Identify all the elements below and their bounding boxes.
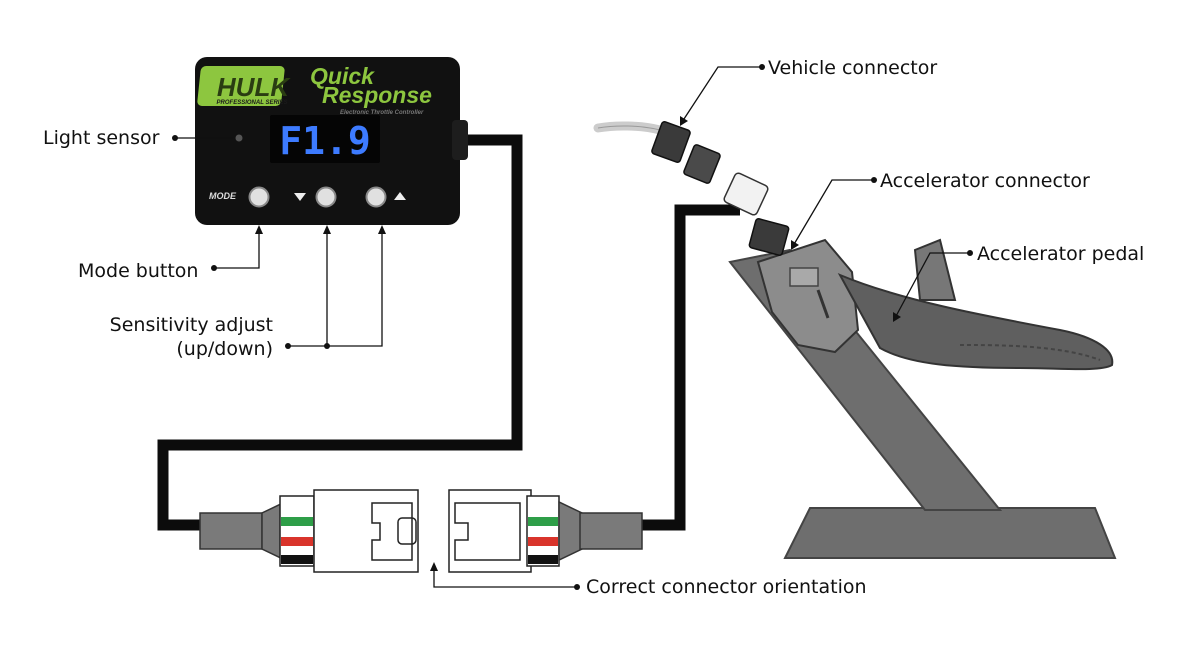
brand-quick: Quick <box>310 63 375 89</box>
brand-response: Response <box>322 82 432 108</box>
up-button[interactable] <box>365 186 387 208</box>
adapter-plug <box>683 144 721 184</box>
adapter-white-body <box>723 172 769 216</box>
leader-arrowheads <box>255 116 901 571</box>
wire-red-right <box>528 537 558 546</box>
label-mode-button: Mode button <box>78 260 198 282</box>
wire-red-left <box>281 537 313 546</box>
light-sensor <box>235 134 243 142</box>
up-arrow-icon <box>394 192 406 200</box>
label-sensitivity-line2: (up/down) <box>176 338 273 360</box>
wire-green-left <box>281 517 313 526</box>
pedal-base <box>783 507 1117 559</box>
leader-dots <box>172 64 973 590</box>
hulk-logo-sub: PROFESSIONAL SERIES <box>217 100 288 106</box>
hulk-logo <box>197 66 285 106</box>
down-button[interactable] <box>315 186 337 208</box>
label-orientation: Correct connector orientation <box>586 576 867 598</box>
label-accelerator-pedal: Accelerator pedal <box>977 243 1144 265</box>
down-arrow-icon <box>294 193 306 201</box>
pedal-lever <box>837 272 1114 371</box>
right-inline-connector <box>448 489 643 573</box>
harness-cable <box>157 134 523 531</box>
accelerator-plug <box>748 218 790 256</box>
label-vehicle-connector: Vehicle connector <box>768 57 937 79</box>
mode-button[interactable] <box>248 186 270 208</box>
harness-cable-right <box>640 204 740 531</box>
label-accelerator-connector: Accelerator connector <box>880 170 1090 192</box>
display-value: F1.9 <box>279 119 371 163</box>
hulk-logo-text: HULK <box>217 72 291 102</box>
pedal-sensor-housing <box>756 238 860 354</box>
mode-label: MODE <box>209 191 237 201</box>
left-inline-connector <box>199 489 419 573</box>
leader-lines <box>175 66 970 588</box>
accelerator-pedal-assembly <box>728 238 1117 559</box>
vehicle-plug <box>651 120 691 164</box>
wire-green-right <box>528 517 558 526</box>
display-window <box>270 115 380 163</box>
vehicle-connector-assembly <box>593 120 790 256</box>
label-sensitivity-line1: Sensitivity adjust <box>110 314 273 336</box>
label-light-sensor: Light sensor <box>43 127 160 149</box>
throttle-controller: HULK PROFESSIONAL SERIES Quick Response … <box>195 57 468 225</box>
brand-tagline: Electronic Throttle Controller <box>340 110 424 116</box>
